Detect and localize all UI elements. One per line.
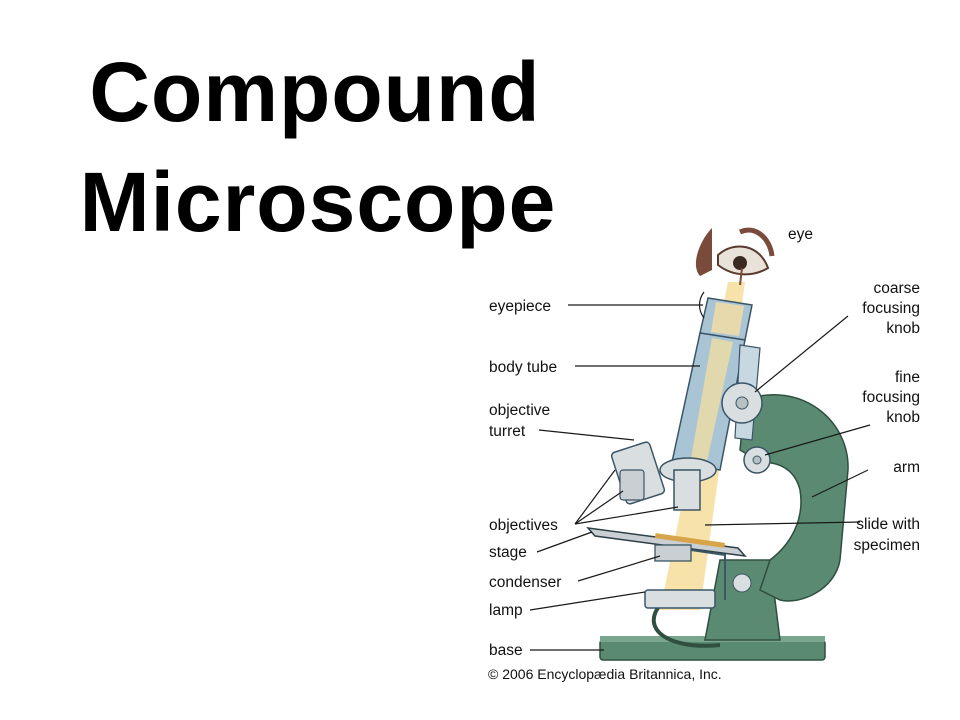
coarse-knob-part <box>721 382 763 424</box>
title-line-2: Microscope <box>79 155 557 249</box>
label-slide-2: specimen <box>854 537 920 554</box>
stage-part <box>586 526 747 558</box>
copyright-text: © 2006 Encyclopædia Britannica, Inc. <box>488 666 722 682</box>
label-turret-1: objective <box>489 402 550 419</box>
lamp-part <box>644 573 752 609</box>
label-coarse-3: knob <box>886 320 920 337</box>
label-fine-1: fine <box>895 369 920 386</box>
leader-lines <box>529 291 871 651</box>
microscope-pillar <box>704 559 781 641</box>
label-eyepiece: eyepiece <box>489 298 551 315</box>
label-base: base <box>489 642 523 659</box>
label-stage: stage <box>489 544 527 561</box>
label-body-tube: body tube <box>489 359 557 376</box>
eye-icon <box>695 227 775 286</box>
label-fine-3: knob <box>886 409 920 426</box>
label-arm: arm <box>893 459 920 476</box>
title-line-1: Compound <box>89 45 541 139</box>
label-coarse-2: focusing <box>862 300 920 317</box>
label-coarse-1: coarse <box>873 280 920 297</box>
microscope-arm <box>739 394 849 602</box>
label-turret-2: turret <box>489 423 526 440</box>
label-slide-1: slide with <box>856 516 920 533</box>
label-eye: eye <box>788 226 813 243</box>
label-lamp: lamp <box>489 602 523 619</box>
label-condenser: condenser <box>489 574 561 591</box>
label-fine-2: focusing <box>862 389 920 406</box>
fine-knob-part <box>743 446 771 474</box>
label-objectives: objectives <box>489 517 558 534</box>
objective-turret-part <box>610 441 717 511</box>
lamp-cord <box>651 603 721 648</box>
condenser-part <box>654 544 726 600</box>
